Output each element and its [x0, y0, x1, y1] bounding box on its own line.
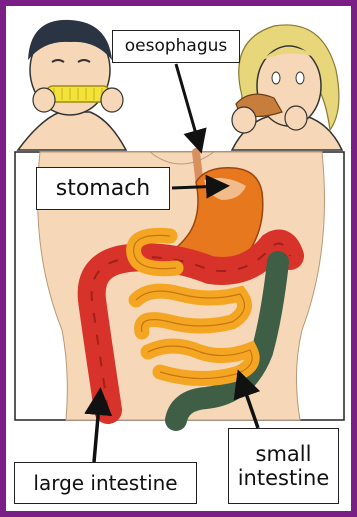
oesophagus-label-text: oesophagus [125, 37, 228, 57]
girl-eating-chicken-illustration [232, 25, 342, 150]
stomach-arrow [172, 186, 224, 188]
stomach-label: stomach [36, 167, 170, 210]
large-intestine-label-text: large intestine [33, 472, 177, 495]
small-intestine-label-line1: small [256, 442, 312, 466]
small-intestine-label-line2: intestine [238, 466, 330, 490]
boy-eating-corn-illustration [18, 20, 126, 150]
oesophagus-arrow [176, 64, 200, 148]
stomach-label-text: stomach [56, 176, 151, 201]
oesophagus-label: oesophagus [112, 30, 240, 63]
large-intestine-label: large intestine [14, 462, 197, 504]
small-intestine-label: small intestine [228, 428, 339, 504]
